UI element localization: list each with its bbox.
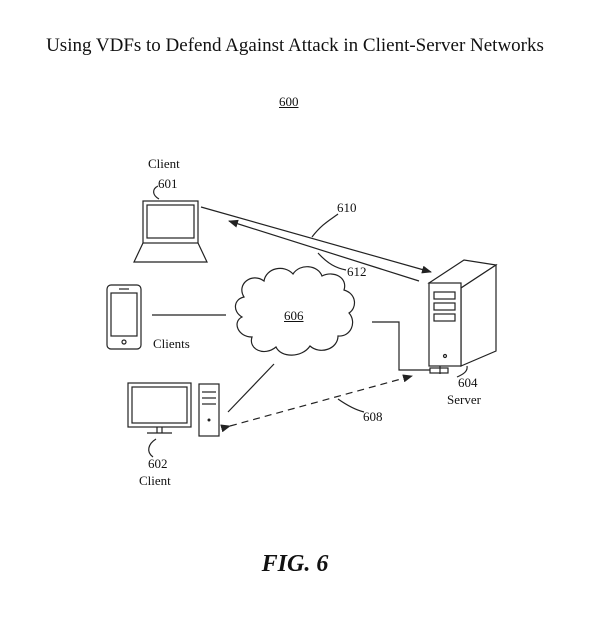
leader-612 (317, 252, 347, 271)
leader-601 (153, 185, 160, 200)
network-server-link (372, 321, 430, 371)
clients-label: Clients (153, 336, 190, 351)
dashed-arrow-608 (220, 374, 413, 433)
client-top-ref: 601 (158, 176, 178, 191)
arrow-610 (200, 206, 432, 274)
cloud-network-icon (234, 266, 355, 356)
leader-602 (148, 438, 157, 458)
network-ref: 606 (284, 308, 304, 323)
leader-610 (311, 213, 339, 238)
arrow-610-label: 610 (337, 200, 357, 215)
arrow-612-label: 612 (347, 264, 367, 279)
server-ref: 604 (458, 375, 478, 390)
leader-608 (337, 398, 365, 413)
arrow-608-label: 608 (363, 409, 383, 424)
desktop-network-link (227, 363, 275, 413)
leader-604 (456, 365, 468, 378)
client-top-label: Client (148, 156, 180, 171)
client-bottom-ref: 602 (148, 456, 168, 471)
figure-label: FIG. 6 (261, 551, 329, 577)
diagram-ref-number: 600 (279, 94, 299, 109)
server-label: Server (447, 392, 481, 407)
diagram-title: Using VDFs to Defend Against Attack in C… (46, 35, 544, 56)
smartphone-icon (106, 284, 142, 350)
arrow-612 (228, 219, 420, 282)
client-bottom-label: Client (139, 473, 171, 488)
desktop-computer-icon (127, 382, 220, 437)
server-icon (427, 259, 498, 374)
laptop-icon (133, 200, 208, 263)
